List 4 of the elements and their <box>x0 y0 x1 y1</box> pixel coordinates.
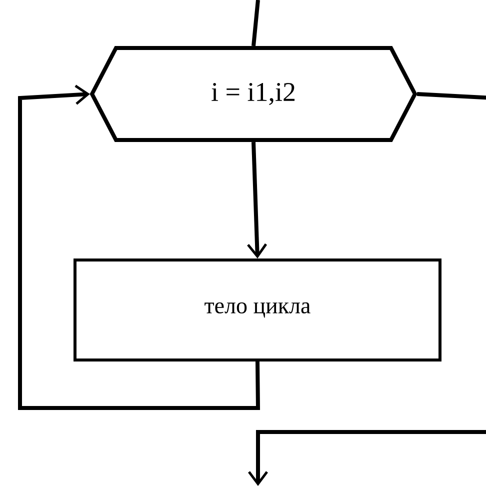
arrow <box>247 142 268 258</box>
arrow <box>248 92 486 486</box>
process-box: тело цикла <box>74 258 442 362</box>
arrow <box>18 84 260 410</box>
